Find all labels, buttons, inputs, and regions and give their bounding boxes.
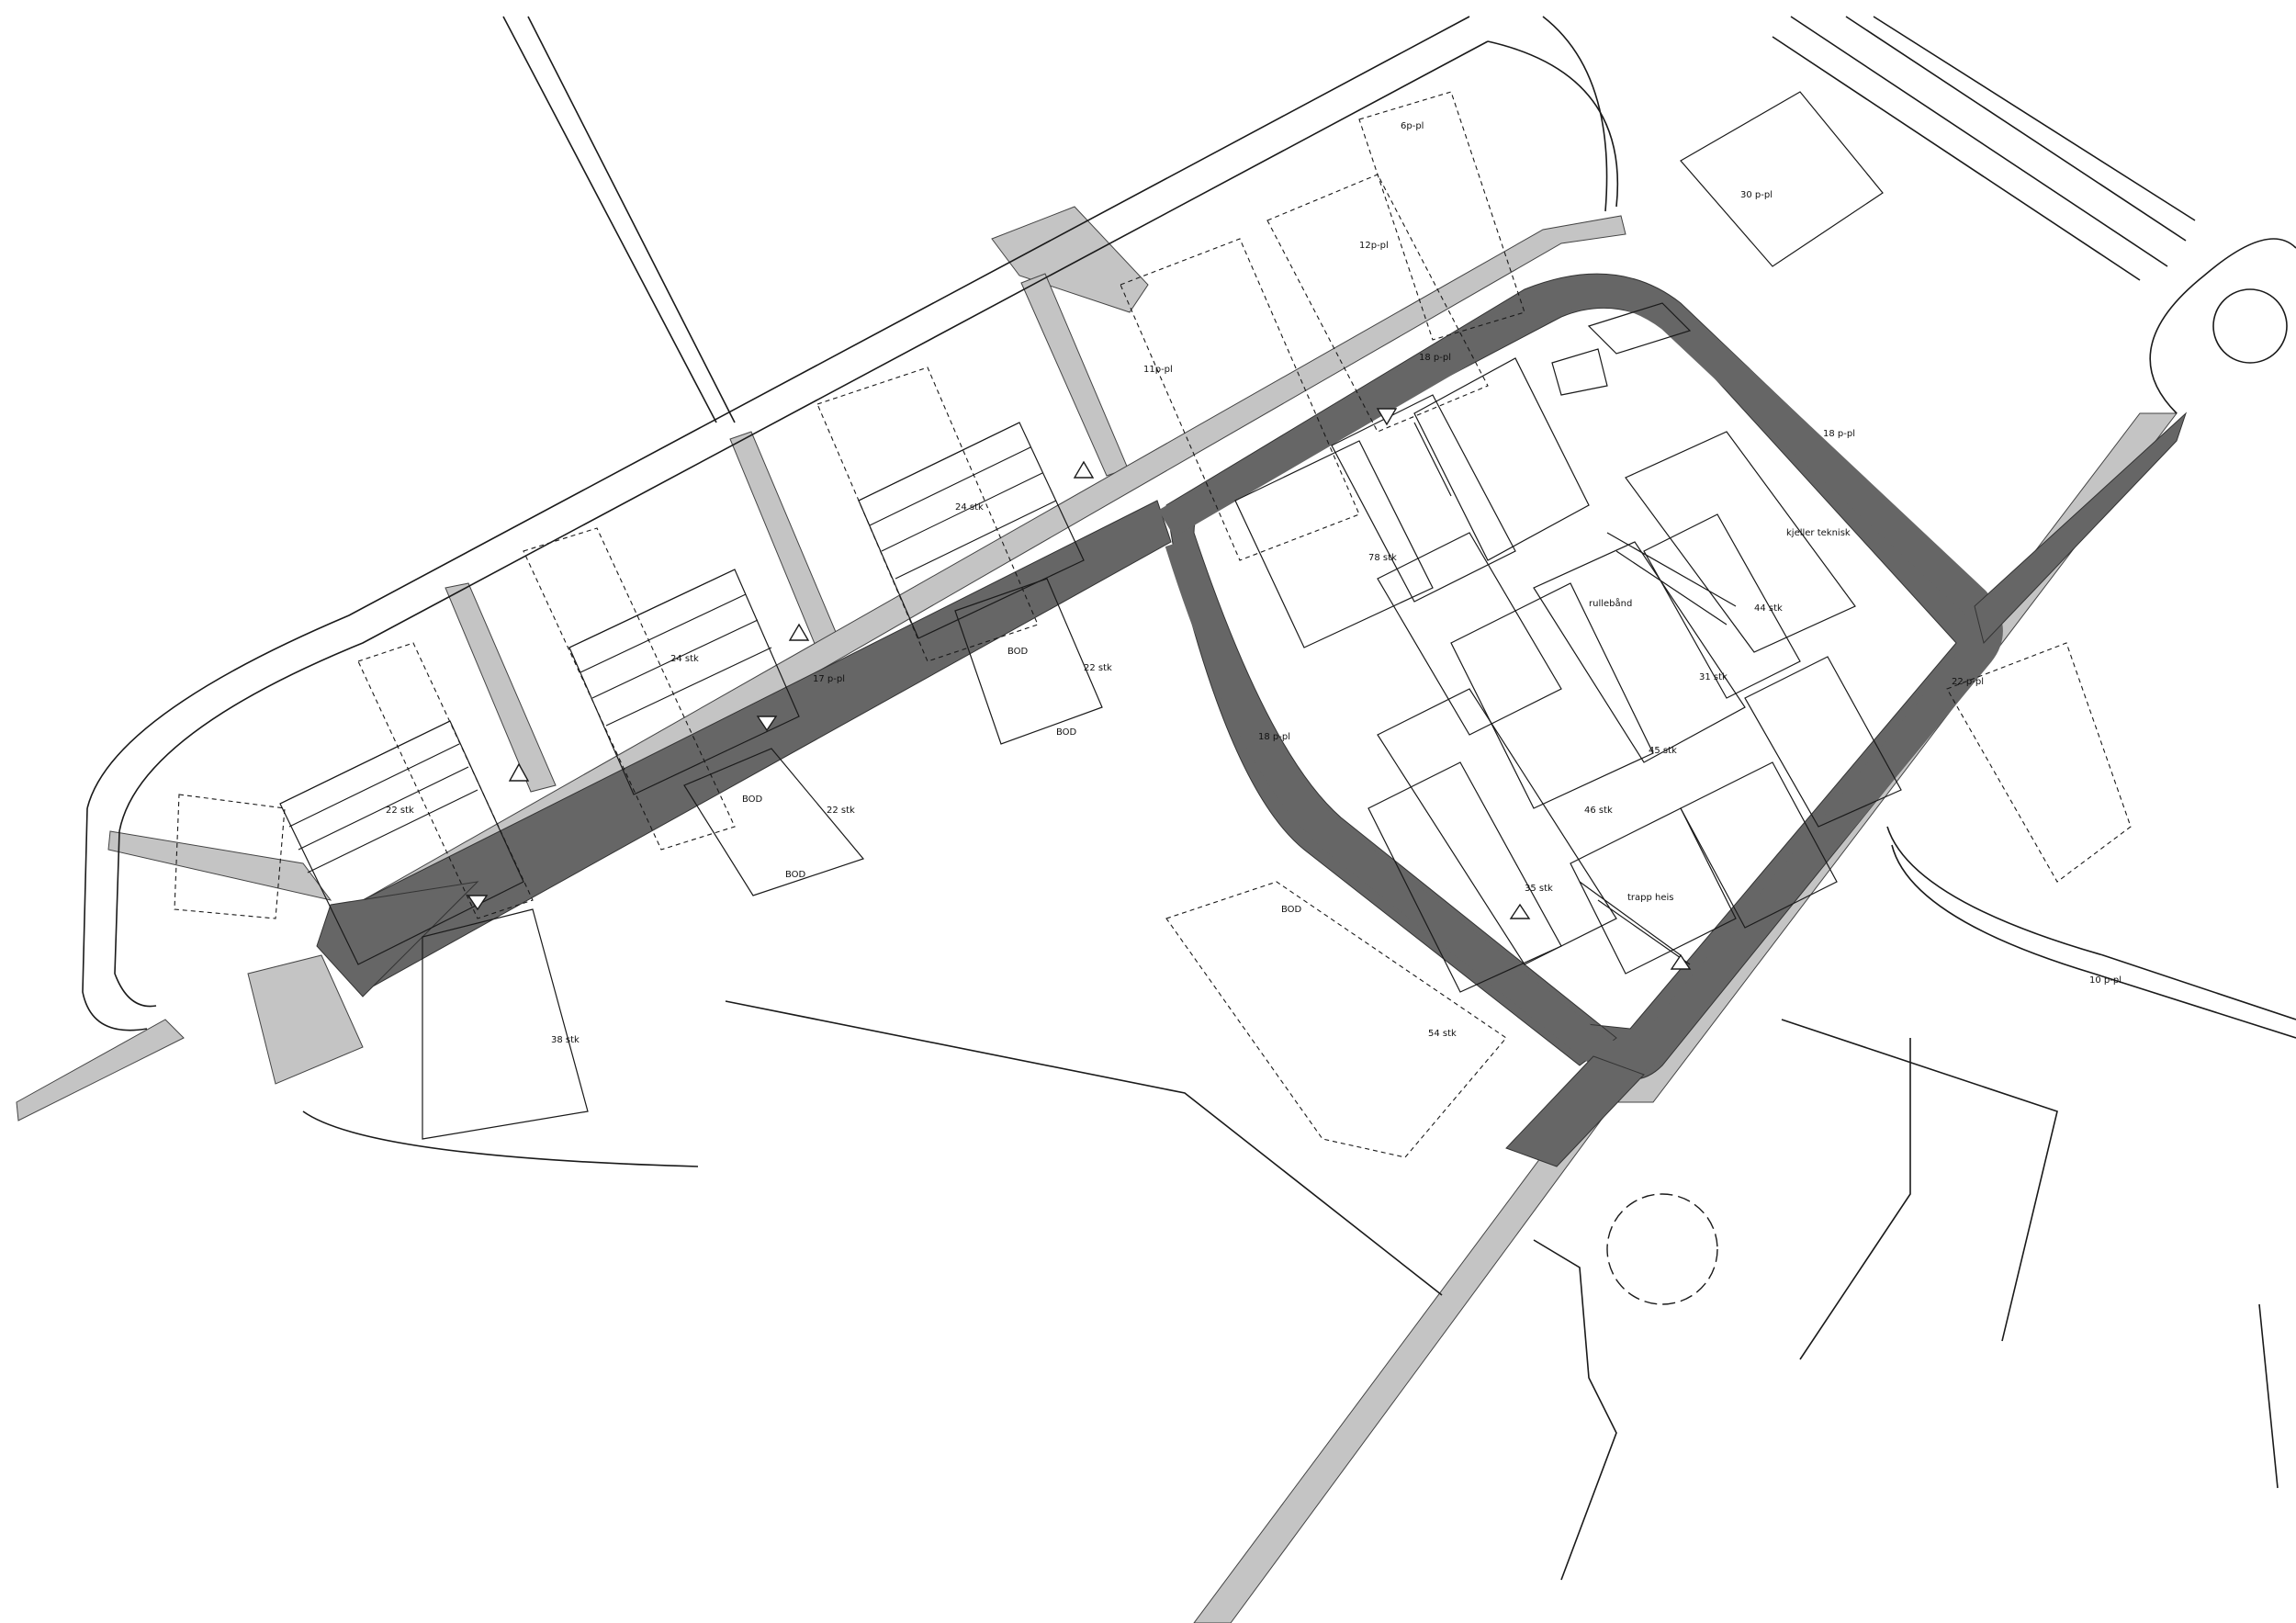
label-22p: 22 p-pl bbox=[1952, 677, 1984, 687]
label-78stk: 78 stk bbox=[1368, 553, 1397, 563]
area-labels: 6p-pl 12p-pl 11p-pl 30 p-pl 18 p-pl 18 p… bbox=[386, 121, 2122, 1045]
label-18p-right: 18 p-pl bbox=[1823, 429, 1855, 439]
label-38stk: 38 stk bbox=[551, 1035, 580, 1045]
parking-block-west bbox=[279, 720, 524, 965]
label-35stk: 35 stk bbox=[1525, 884, 1553, 894]
label-22stk-a: 22 stk bbox=[386, 806, 414, 816]
label-30p: 30 p-pl bbox=[1740, 190, 1773, 200]
label-18p-top: 18 p-pl bbox=[1419, 353, 1451, 363]
label-46stk: 46 stk bbox=[1584, 806, 1613, 816]
small-buildings bbox=[422, 91, 1884, 1140]
label-22stk-c: 22 stk bbox=[827, 806, 855, 816]
label-bod-2: BOD bbox=[1056, 727, 1077, 738]
label-11p: 11p-pl bbox=[1143, 365, 1173, 375]
label-22stk-b: 22 stk bbox=[1084, 663, 1112, 673]
main-roads bbox=[316, 273, 2188, 1167]
label-44stk: 44 stk bbox=[1754, 603, 1783, 614]
label-12p: 12p-pl bbox=[1359, 241, 1389, 251]
boundary-lines bbox=[82, 16, 2296, 1581]
label-bod-4: BOD bbox=[785, 870, 806, 880]
parking-block-2 bbox=[568, 569, 800, 795]
entrance-markers bbox=[467, 408, 1692, 970]
label-45stk: 45 stk bbox=[1649, 746, 1677, 756]
label-24stk-a: 24 stk bbox=[955, 502, 984, 513]
label-bod-5: BOD bbox=[1281, 905, 1302, 915]
label-18p-left: 18 p-pl bbox=[1258, 732, 1290, 742]
label-24stk-b: 24 stk bbox=[670, 654, 699, 664]
label-54stk: 54 stk bbox=[1428, 1029, 1457, 1039]
parking-block-3 bbox=[858, 422, 1085, 639]
label-bod-3: BOD bbox=[742, 795, 763, 805]
label-trapp: trapp heis bbox=[1627, 893, 1674, 903]
label-rulle: rullebånd bbox=[1589, 597, 1632, 609]
label-17p: 17 p-pl bbox=[813, 674, 845, 684]
label-kjeller: kjeller teknisk bbox=[1786, 528, 1851, 538]
label-10p: 10 p-pl bbox=[2089, 975, 2122, 986]
central-parking bbox=[1234, 357, 1902, 993]
label-31stk: 31 stk bbox=[1699, 672, 1728, 682]
label-6p: 6p-pl bbox=[1401, 121, 1424, 131]
label-bod-1: BOD bbox=[1007, 647, 1029, 657]
